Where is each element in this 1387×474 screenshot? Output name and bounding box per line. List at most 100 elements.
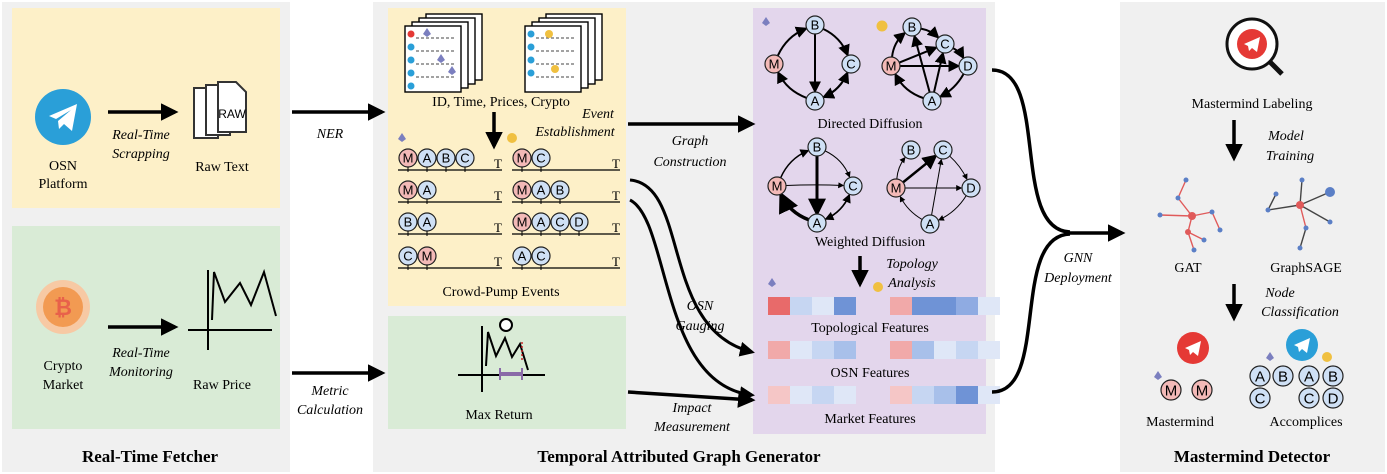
bitcoin-icon: ₿ (36, 280, 90, 334)
osn-feature-bars (768, 341, 1000, 359)
node-M: M (881, 56, 901, 76)
node-M: M (512, 212, 532, 232)
node-A: A (531, 180, 551, 200)
graphsage-graph (1265, 177, 1335, 251)
time-label: T (494, 254, 502, 269)
generator-title: Temporal Attributed Graph Generator (537, 447, 821, 466)
svg-text:M: M (403, 151, 414, 166)
node-B: B (805, 15, 825, 35)
coin-icon (507, 133, 517, 143)
feature-cell (812, 386, 834, 404)
node-M: M (886, 178, 906, 198)
feature-cell (834, 386, 856, 404)
node-M: M (398, 180, 418, 200)
svg-text:B: B (1278, 368, 1288, 385)
feature-cell (934, 341, 956, 359)
raw-file-icon: RAW (193, 81, 247, 139)
graph-edge (894, 72, 924, 100)
node-B: B (1272, 365, 1294, 387)
feature-cell (912, 386, 934, 404)
svg-text:A: A (928, 94, 937, 109)
node-A: A (1249, 365, 1271, 387)
max-return-chart (458, 318, 545, 392)
node-C: C (1298, 387, 1320, 409)
node-A: A (805, 91, 825, 111)
ethereum-icon-accomplices (1266, 352, 1274, 361)
graph-edge (779, 191, 810, 222)
node-C: C (933, 140, 953, 160)
svg-text:M: M (772, 179, 783, 194)
time-label: T (494, 156, 502, 171)
time-label: T (612, 220, 620, 235)
search-telegram-icon (1225, 17, 1284, 76)
svg-text:M: M (517, 183, 528, 198)
message-docs-left (404, 13, 483, 93)
event-label-1: Event (581, 107, 615, 122)
ethereum-icon-mastermind (1154, 371, 1162, 380)
graph-label-2: Construction (653, 155, 726, 170)
node-C: C (531, 148, 551, 168)
graph-edge (952, 45, 965, 60)
mastermind-telegram-icon (1177, 332, 1209, 364)
feature-cell (956, 297, 978, 315)
node-A: A (512, 246, 532, 266)
impact-label-1: Impact (672, 401, 713, 416)
svg-text:C: C (1304, 390, 1315, 407)
ner-label: NER (316, 127, 344, 142)
svg-text:A: A (423, 183, 432, 198)
svg-text:B: B (908, 20, 917, 35)
feature-cell (912, 341, 934, 359)
osn-features-label: OSN Features (831, 366, 910, 381)
svg-text:B: B (442, 151, 451, 166)
events-caption: Crowd-Pump Events (442, 285, 559, 300)
graph-edge (938, 73, 965, 98)
svg-text:C: C (938, 143, 947, 158)
time-label: T (612, 188, 620, 203)
node-C: C (398, 246, 418, 266)
feature-cell (790, 297, 812, 315)
svg-text:A: A (423, 151, 432, 166)
graph-edge (949, 155, 968, 181)
node-A: A (417, 180, 437, 200)
raw-text-label: Raw Text (195, 160, 249, 175)
graph-edge (902, 154, 938, 184)
node-B: B (398, 212, 418, 232)
svg-text:D: D (963, 59, 972, 74)
topology-label-2: Analysis (887, 276, 936, 291)
node-C: C (531, 246, 551, 266)
feature-cell (768, 297, 790, 315)
node-A: A (531, 212, 551, 232)
market-features-label: Market Features (824, 412, 915, 427)
graph-edge (785, 182, 845, 189)
feature-cell (790, 386, 812, 404)
max-return-label: Max Return (465, 408, 532, 423)
graph-edge (899, 195, 923, 220)
node-M: M (1160, 379, 1182, 401)
model-label-2: Training (1266, 149, 1314, 164)
ethereum-icon-graph (762, 17, 770, 26)
svg-text:M: M (891, 181, 902, 196)
gat-graph (1157, 177, 1223, 253)
graph-edge (779, 149, 810, 179)
scrap-label-1: Real-Time (111, 128, 170, 143)
feature-cell (978, 341, 1000, 359)
feature-cell (834, 341, 856, 359)
svg-text:A: A (537, 183, 546, 198)
feature-cell (812, 297, 834, 315)
svg-text:A: A (811, 94, 820, 109)
osn-gauging-label-1: OSN (687, 299, 714, 314)
market-label: Market (43, 378, 84, 393)
node-A: A (920, 214, 940, 234)
svg-text:A: A (1304, 368, 1314, 385)
metric-label-2: Calculation (297, 403, 363, 418)
ethereum-icon-features (768, 278, 776, 287)
svg-text:M: M (517, 151, 528, 166)
graph-edge (824, 150, 851, 178)
time-label: T (494, 220, 502, 235)
raw-price-label: Raw Price (193, 378, 251, 393)
svg-text:B: B (404, 215, 413, 230)
feature-cell (890, 341, 912, 359)
